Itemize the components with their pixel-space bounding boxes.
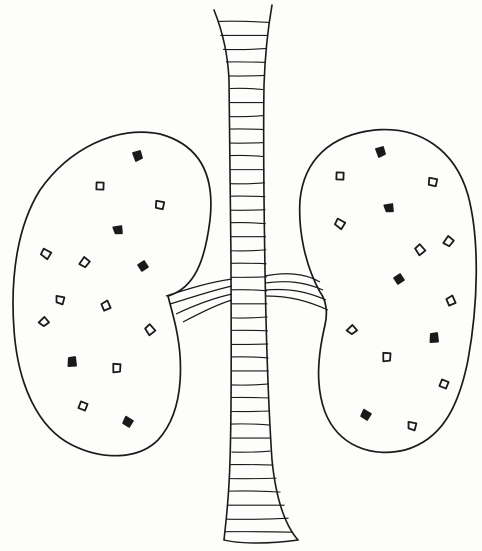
right-kidney-speckle bbox=[407, 420, 419, 432]
right-kidney-outline bbox=[300, 130, 477, 453]
left-kidney-speckle bbox=[93, 179, 107, 193]
left-kidney-speckle bbox=[143, 323, 157, 337]
right-kidney-speckle bbox=[427, 331, 440, 344]
left-kidney-speckle bbox=[55, 294, 67, 306]
right-kidney-speckle bbox=[376, 147, 385, 157]
left-kidney bbox=[13, 132, 211, 456]
spine-hatch-line bbox=[230, 478, 277, 479]
spine-hatch-line bbox=[231, 451, 270, 452]
right-kidney-speckle bbox=[333, 169, 347, 183]
left-kidney-speckle bbox=[101, 301, 112, 312]
left-kidney-speckles bbox=[38, 151, 164, 427]
spine-left-edge bbox=[214, 10, 231, 540]
spine-hatch-line bbox=[231, 223, 266, 224]
left-vessel-2 bbox=[170, 286, 232, 304]
left-kidney-speckle bbox=[156, 201, 165, 210]
spine-hatch-line bbox=[231, 411, 269, 412]
spine-hatch-line bbox=[230, 88, 263, 89]
spine-bottom bbox=[224, 540, 298, 543]
right-kidney-speckle bbox=[413, 243, 427, 257]
right-kidney-speckle bbox=[381, 351, 393, 363]
spine-hatch-line bbox=[230, 116, 263, 117]
right-kidney bbox=[300, 130, 477, 453]
spine-hatch-line bbox=[223, 48, 266, 49]
spine-hatch-line bbox=[231, 210, 266, 211]
left-kidney-speckle bbox=[65, 355, 78, 368]
right-kidney-speckle bbox=[346, 324, 358, 335]
spine-hatch-line bbox=[226, 62, 265, 63]
spine-hatch-line bbox=[227, 518, 289, 519]
spine-hatch-line bbox=[231, 424, 269, 425]
left-kidney-speckle bbox=[111, 362, 123, 374]
left-kidney-speckle bbox=[137, 260, 149, 272]
spine-hatch-line bbox=[230, 155, 264, 156]
spine-hatch-line bbox=[230, 129, 264, 130]
spine-hatch-line bbox=[231, 344, 268, 345]
spine-hatch-line bbox=[231, 250, 267, 251]
spine-hatch-line bbox=[226, 532, 293, 533]
right-kidney-speckle bbox=[446, 296, 457, 307]
right-vessel-2 bbox=[265, 282, 323, 290]
spine-hatch-line bbox=[231, 465, 273, 466]
right-kidney-speckle bbox=[334, 218, 345, 229]
left-kidney-speckle bbox=[123, 417, 134, 428]
left-kidney-speckle bbox=[40, 248, 51, 259]
spine-hatch-line bbox=[231, 277, 267, 278]
right-kidney-speckle bbox=[393, 273, 405, 285]
spine-hatch-line bbox=[231, 317, 268, 318]
spine-hatch-line bbox=[231, 330, 268, 331]
right-kidney-speckles bbox=[333, 147, 457, 432]
right-vessel-3 bbox=[266, 289, 326, 300]
right-kidney-speckle bbox=[429, 178, 438, 187]
spine-right-edge bbox=[264, 5, 298, 540]
right-vessels bbox=[265, 274, 328, 310]
left-kidney-speckle bbox=[112, 223, 125, 236]
right-kidney-speckle bbox=[383, 201, 396, 214]
left-kidney-outline bbox=[13, 132, 211, 456]
spine-hatch-line bbox=[230, 183, 265, 184]
spine-hatch-line bbox=[231, 384, 269, 385]
right-kidney-speckle bbox=[437, 377, 450, 390]
spine-hatch-line bbox=[231, 290, 267, 291]
spine-hatch-line bbox=[230, 196, 265, 197]
left-kidney-speckle bbox=[76, 399, 89, 412]
spine-hatch-line bbox=[229, 75, 264, 76]
right-vessel-4 bbox=[266, 296, 328, 310]
left-vessel-1 bbox=[166, 279, 232, 296]
spine-hatch-line bbox=[229, 491, 281, 492]
spine-hatch-line bbox=[231, 397, 269, 398]
left-kidney-speckle bbox=[78, 256, 91, 269]
spine-hatch-line bbox=[218, 21, 270, 22]
left-vessels bbox=[166, 279, 232, 322]
spine-hatch-line bbox=[231, 357, 268, 358]
right-kidney-speckle bbox=[361, 410, 372, 421]
spine-hatch-line bbox=[230, 143, 264, 144]
right-kidney-speckle bbox=[442, 235, 455, 248]
left-kidney-speckle bbox=[133, 151, 142, 161]
spine-hatch-line bbox=[231, 263, 267, 264]
left-vessel-4 bbox=[183, 300, 232, 322]
left-kidney-speckle bbox=[38, 316, 50, 327]
